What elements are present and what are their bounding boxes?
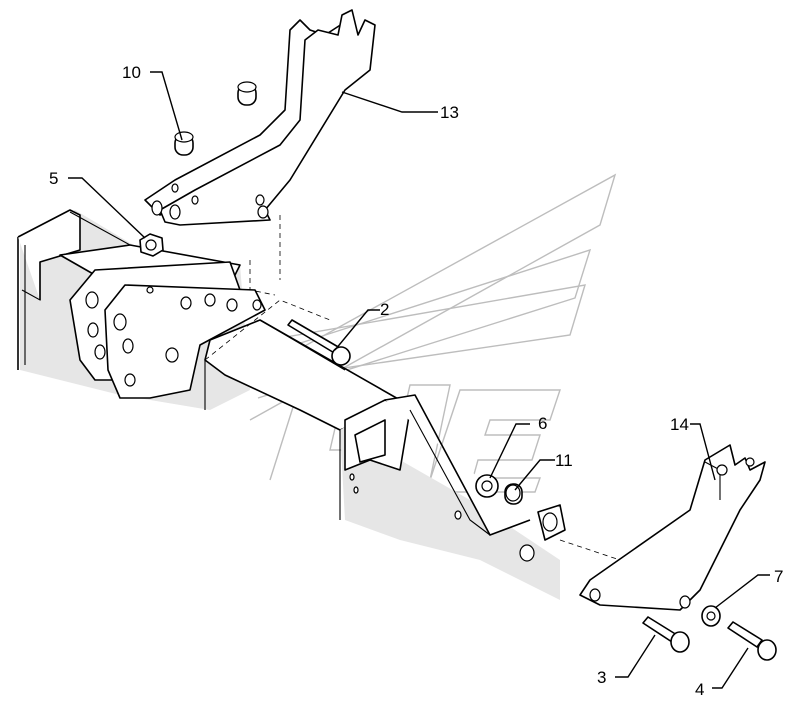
callout-6: 6 [538,414,547,433]
part-3-bolt [642,616,690,653]
callout-4: 4 [695,680,704,699]
callout-13: 13 [440,103,459,122]
part-2-bolt [287,319,351,366]
part-6-washer [475,474,499,498]
callout-14: 14 [670,415,689,434]
part-13-upper-bracket [144,9,376,226]
part-5-nut [139,233,164,257]
callout-2: 2 [380,300,389,319]
callout-5: 5 [49,169,58,188]
part-11-bushing [504,483,523,505]
callout-7: 7 [774,567,783,586]
part-7-washer [701,605,721,627]
part-14-lower-bracket [579,444,766,611]
callout-3: 3 [597,668,606,687]
part-10-bushings [174,81,257,156]
callout-11: 11 [555,451,573,470]
front-mounting-plates [69,261,266,399]
callout-10: 10 [122,63,141,82]
leader-lines [68,71,770,689]
part-4-bolt [727,621,777,661]
